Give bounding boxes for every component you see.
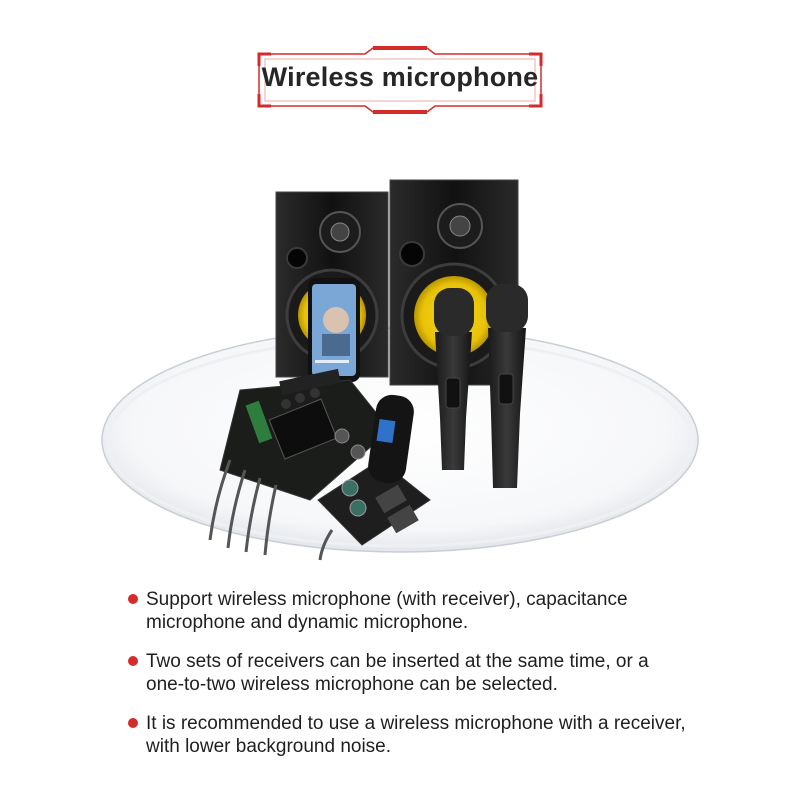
feature-item: Support wireless microphone (with receiv… — [128, 588, 688, 634]
cables — [208, 459, 334, 561]
bullet-dot-icon — [128, 718, 138, 728]
bullet-dot-icon — [128, 656, 138, 666]
feature-item: Two sets of receivers can be inserted at… — [128, 650, 688, 696]
feature-text: It is recommended to use a wireless micr… — [146, 713, 686, 757]
handheld-microphone-2 — [486, 284, 528, 488]
handheld-microphone-1 — [434, 288, 474, 470]
bullet-dot-icon — [128, 594, 138, 604]
title-banner: Wireless microphone — [255, 46, 545, 116]
title-frame — [257, 46, 543, 114]
product-image — [101, 179, 699, 561]
page-title: Wireless microphone — [261, 62, 539, 92]
speaker-right — [389, 179, 519, 386]
mic-board — [317, 459, 431, 546]
feature-list: Support wireless microphone (with receiv… — [128, 588, 688, 758]
feature-item: It is recommended to use a wireless micr… — [128, 712, 688, 758]
wireless-receiver — [368, 394, 414, 484]
feature-text: Support wireless microphone (with receiv… — [146, 589, 628, 633]
smartphone — [308, 278, 360, 382]
feature-text: Two sets of receivers can be inserted at… — [146, 651, 649, 695]
amplifier-board — [219, 368, 391, 501]
